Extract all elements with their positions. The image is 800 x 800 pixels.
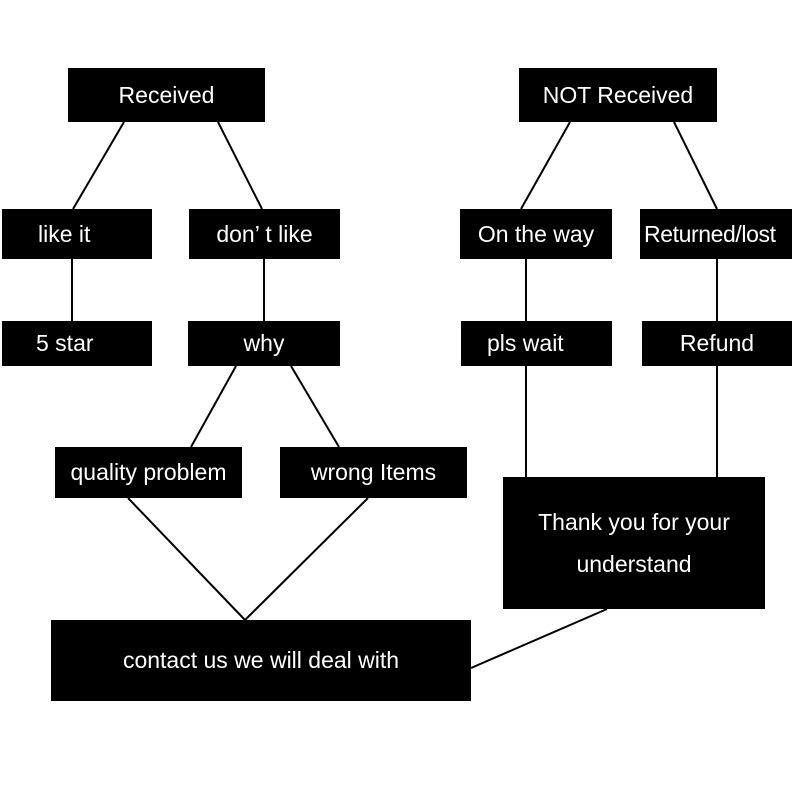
- connector-quality-contact: [127, 497, 246, 621]
- connector-not-received-on-the-way: [520, 121, 571, 210]
- node-wrong-items: wrong Items: [280, 447, 467, 498]
- connector-wrong-contact: [244, 497, 369, 621]
- node-5-star: 5 star: [2, 321, 152, 366]
- connector-why-wrong: [290, 365, 340, 448]
- connector-received-dont-like: [217, 121, 263, 210]
- node-thank-you: Thank you for your understand: [503, 477, 765, 609]
- connector-why-quality: [190, 365, 237, 448]
- node-like-it: like it: [2, 209, 152, 259]
- connector-thank-you-contact: [470, 608, 608, 669]
- node-refund: Refund: [642, 321, 792, 366]
- connector-received-like-it: [72, 121, 125, 210]
- node-returned-lost: Returned/lost: [640, 209, 792, 259]
- node-dont-like: don’ t like: [189, 209, 340, 259]
- node-on-the-way: On the way: [460, 209, 612, 259]
- connector-not-received-returned: [673, 121, 718, 210]
- node-contact-us: contact us we will deal with: [51, 620, 471, 701]
- node-pls-wait: pls wait: [461, 321, 612, 366]
- node-not-received: NOT Received: [519, 68, 717, 122]
- node-received: Received: [68, 68, 265, 122]
- node-quality-problem: quality problem: [55, 447, 242, 498]
- node-why: why: [188, 321, 340, 366]
